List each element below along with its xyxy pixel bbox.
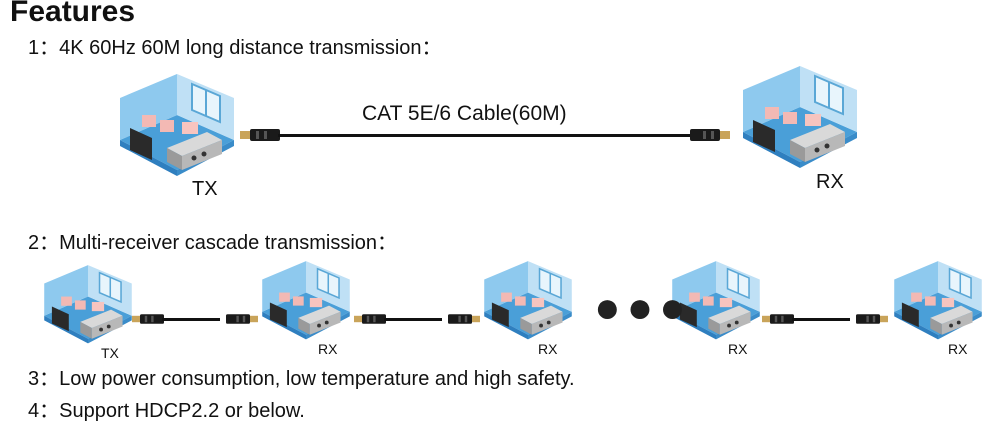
- feature-2-text: Multi-receiver cascade transmission：: [59, 232, 398, 254]
- cascade-cable: [792, 318, 850, 321]
- page-title: Features: [10, 0, 136, 28]
- cable-label: CAT 5E/6 Cable(60M): [362, 102, 567, 125]
- cascade-connector: [440, 313, 472, 325]
- feature-2-number: 2：: [28, 232, 60, 254]
- feature-1: 1：4K 60Hz 60M long distance transmission…: [28, 38, 442, 58]
- cascade-rx-room-2: [478, 258, 578, 354]
- tx-label: TX: [192, 178, 218, 200]
- rx-cable-connector: [690, 128, 730, 142]
- cascade-connector: [762, 313, 794, 325]
- cascade-connector: [354, 313, 386, 325]
- feature-2: 2：Multi-receiver cascade transmission：: [28, 233, 397, 253]
- cascade-tx-room: [38, 262, 138, 358]
- cascade-rx-label-1: RX: [318, 341, 338, 357]
- cascade-connector: [848, 313, 880, 325]
- cascade-cable: [384, 318, 442, 321]
- cascade-rx-label-3: RX: [728, 341, 748, 357]
- cascade-cable: [162, 318, 220, 321]
- tx-cable-connector: [240, 128, 280, 142]
- cascade-rx-room-4: [888, 258, 988, 354]
- cascade-connector: [132, 313, 164, 325]
- cascade-tx-label: TX: [101, 345, 119, 361]
- cascade-rx-label-4: RX: [948, 341, 968, 357]
- feature-4: 4：Support HDCP2.2 or below.: [28, 401, 305, 421]
- ellipsis-dots: ●●●: [594, 283, 692, 332]
- feature-3-text: Low power consumption, low temperature a…: [59, 368, 575, 390]
- rx-room-illustration: [735, 62, 865, 187]
- cat-cable: [278, 134, 694, 137]
- cascade-connector: [218, 313, 250, 325]
- feature-1-text: 4K 60Hz 60M long distance transmission：: [59, 37, 442, 59]
- cascade-rx-label-2: RX: [538, 341, 558, 357]
- tx-room-illustration: [112, 70, 242, 195]
- rx-label: RX: [816, 171, 844, 193]
- feature-4-number: 4：: [28, 400, 60, 422]
- feature-3: 3：Low power consumption, low temperature…: [28, 369, 575, 389]
- cascade-rx-room-1: [256, 258, 356, 354]
- feature-4-text: Support HDCP2.2 or below.: [59, 400, 305, 422]
- feature-3-number: 3：: [28, 368, 60, 390]
- feature-1-number: 1：: [28, 37, 60, 59]
